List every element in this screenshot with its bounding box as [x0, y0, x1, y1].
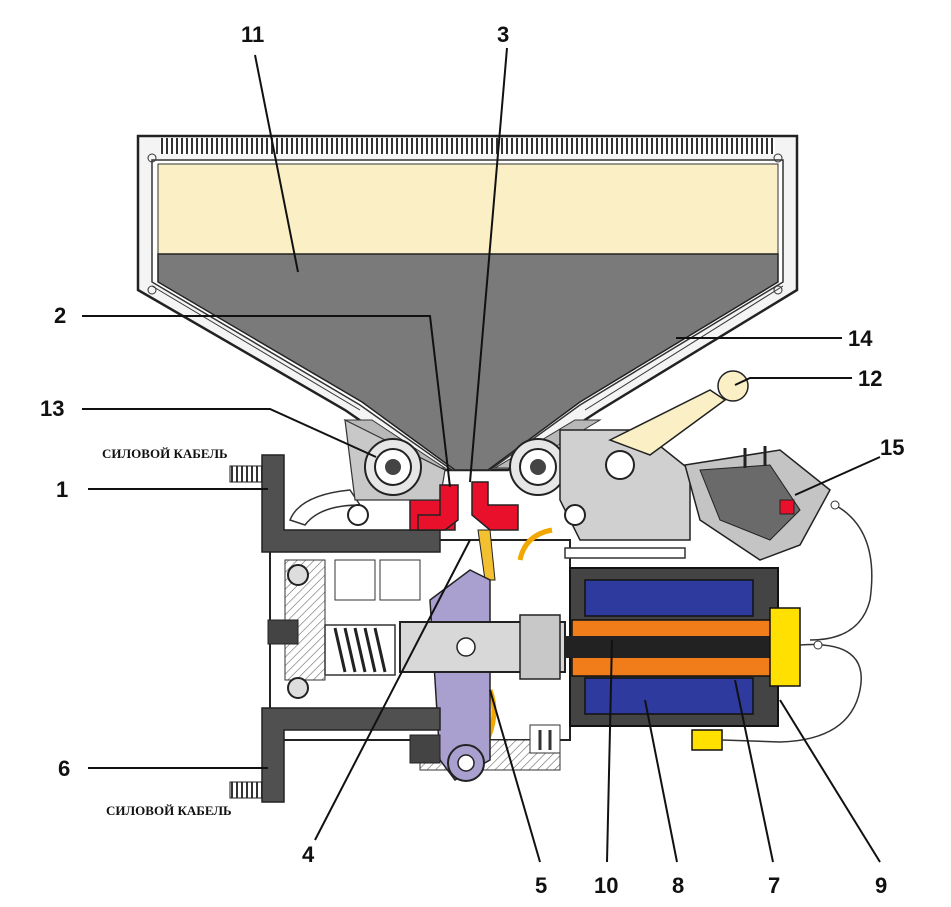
quenching-plates: [157, 163, 779, 255]
cable-lug-top: [229, 465, 263, 483]
flex-conductor-upper: [517, 527, 553, 561]
label-5: 5: [535, 873, 547, 898]
label-12: 12: [858, 366, 882, 391]
label-11: 11: [241, 22, 264, 47]
end-cap-yellow: [769, 607, 801, 687]
right-pivot-roller: [509, 429, 691, 559]
lower-terminal-assembly: [229, 707, 441, 803]
caption-power-cable-bottom: СИЛОВОЙ КАБЕЛЬ: [106, 803, 232, 818]
main-contacts: [417, 481, 519, 581]
coil-upper: [584, 579, 754, 617]
operating-handle: [608, 370, 749, 456]
label-3: 3: [497, 22, 509, 47]
left-pivot-roller: [344, 418, 446, 501]
solenoid: [565, 567, 862, 751]
arc-chamber: [157, 253, 779, 471]
callout-labels: 11 3 2 14 12 13 15 1 6 4 5 10 8 7 9: [40, 22, 904, 898]
caption-power-cable-top: СИЛОВОЙ КАБЕЛЬ: [102, 446, 228, 461]
label-6: 6: [58, 756, 70, 781]
cable-lug-bottom: [229, 781, 263, 799]
label-4: 4: [302, 842, 315, 867]
coil-lower: [584, 677, 754, 715]
return-spring-assembly: [324, 614, 566, 680]
label-9: 9: [875, 873, 887, 898]
housing-top-hatch: [160, 138, 775, 154]
label-8: 8: [672, 873, 684, 898]
label-14: 14: [848, 326, 873, 351]
aux-contact-yellow: [691, 729, 723, 751]
contact-2: [417, 484, 459, 531]
armature: [565, 636, 775, 658]
trip-unit: [684, 446, 873, 641]
label-7: 7: [768, 873, 780, 898]
label-15: 15: [880, 435, 904, 460]
label-13: 13: [40, 396, 64, 421]
terminal-6-bus: [261, 707, 441, 803]
label-1: 1: [56, 477, 68, 502]
moving-contact-blade: [477, 529, 496, 581]
leader-lines: [82, 47, 881, 863]
arc-chute-housing: [136, 134, 799, 472]
label-2: 2: [54, 303, 66, 328]
contact-3: [471, 481, 519, 531]
label-10: 10: [594, 873, 618, 898]
